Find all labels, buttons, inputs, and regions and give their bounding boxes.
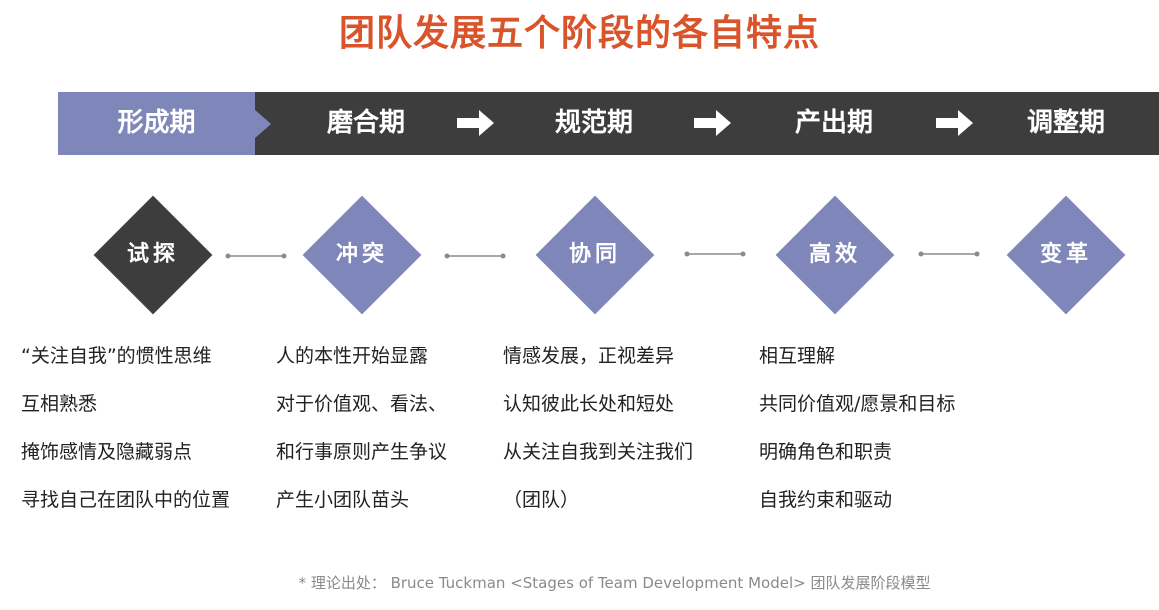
- stage-diamond-synergy: 协同: [535, 195, 655, 315]
- feature-item: 寻找自己在团队中的位置: [21, 489, 231, 511]
- feature-item: 对于价值观、看法、: [276, 393, 448, 415]
- phase-active-pointer: [254, 109, 271, 139]
- feature-item: 掩饰感情及隐藏弱点: [21, 441, 193, 463]
- stage-diamond-change: 变革: [1006, 195, 1126, 315]
- stage-label: 冲突: [335, 242, 388, 267]
- feature-item: 认知彼此长处和短处: [503, 393, 675, 415]
- feature-item: 自我约束和驱动: [759, 489, 893, 511]
- phase-storming: 磨合期: [326, 108, 405, 138]
- feature-list-efficiency: 相互理解 共同价值观/愿景和目标 明确角色和职责 自我约束和驱动: [759, 340, 1009, 532]
- page-title: 团队发展五个阶段的各自特点: [338, 13, 820, 54]
- feature-item: 相互理解: [759, 345, 836, 367]
- connector-line: [918, 251, 980, 257]
- feature-item: 情感发展，正视差异: [503, 345, 675, 367]
- feature-item: 和行事原则产生争议: [276, 441, 448, 463]
- stage-label: 试探: [126, 242, 179, 267]
- feature-item: 明确角色和职责: [759, 441, 893, 463]
- feature-list-trial: “关注自我”的惯性思维 互相熟悉 掩饰感情及隐藏弱点 寻找自己在团队中的位置: [21, 340, 271, 532]
- phase-norming: 规范期: [554, 108, 633, 138]
- source-footnote: * 理论出处： Bruce Tuckman <Stages of Team De…: [298, 574, 931, 592]
- right-arrow-icon: [694, 110, 731, 136]
- stage-diamond-efficiency: 高效: [775, 195, 895, 315]
- connector-line: [444, 253, 506, 259]
- phase-active-highlight: [58, 92, 255, 155]
- feature-list-synergy: 情感发展，正视差异 认知彼此长处和短处 从关注自我到关注我们 （团队）: [503, 340, 753, 532]
- connector-line: [225, 253, 287, 259]
- right-arrow-icon: [457, 110, 494, 136]
- stage-diamond-trial: 试探: [93, 195, 213, 315]
- feature-item: 互相熟悉: [21, 393, 98, 415]
- connector-line: [684, 251, 746, 257]
- feature-item: （团队）: [503, 489, 580, 511]
- feature-item: 共同价值观/愿景和目标: [759, 393, 956, 415]
- feature-item: 人的本性开始显露: [276, 345, 429, 367]
- feature-item: 从关注自我到关注我们: [503, 441, 694, 463]
- feature-item: 产生小团队苗头: [276, 489, 410, 511]
- stage-diamond-conflict: 冲突: [302, 195, 422, 315]
- stage-label: 变革: [1039, 242, 1092, 267]
- feature-item: “关注自我”的惯性思维: [21, 345, 212, 367]
- stage-label: 高效: [808, 242, 861, 267]
- phase-performing: 产出期: [794, 108, 873, 138]
- right-arrow-icon: [936, 110, 973, 136]
- stage-label: 协同: [568, 242, 621, 267]
- phase-adjourning: 调整期: [1026, 108, 1105, 138]
- phase-formation: 形成期: [117, 108, 196, 138]
- feature-list-conflict: 人的本性开始显露 对于价值观、看法、 和行事原则产生争议 产生小团队苗头: [276, 340, 526, 532]
